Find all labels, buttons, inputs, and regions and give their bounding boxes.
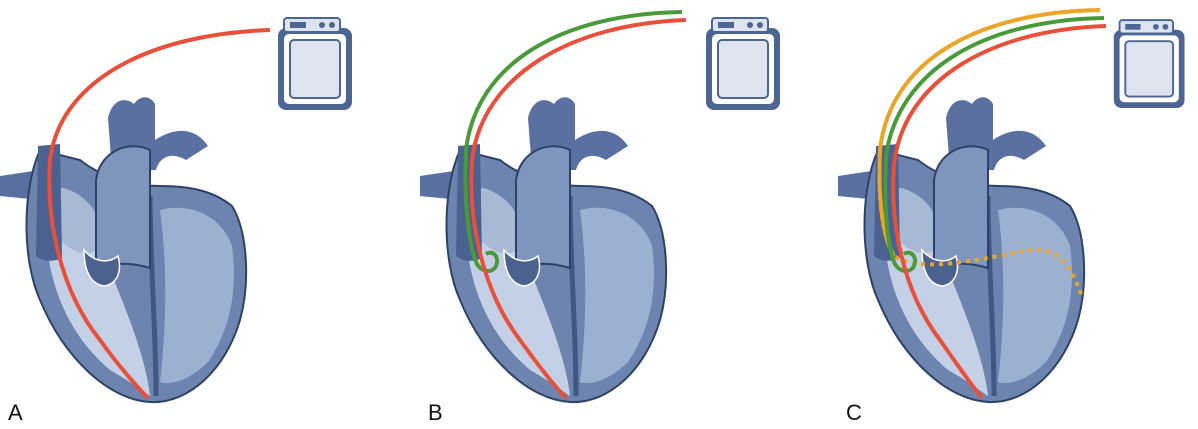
panel-b-figure [420, 0, 820, 429]
panel-b: B [420, 0, 820, 429]
panel-label: B [428, 400, 443, 426]
panel-a-figure [0, 0, 400, 429]
heart-illustration [0, 97, 246, 402]
pacemaker-device [1114, 20, 1185, 108]
panel-label: C [846, 400, 862, 426]
panel-c-figure [838, 0, 1198, 429]
heart-illustration [420, 97, 666, 402]
pacemaker-device [278, 18, 352, 110]
pacemaker-device [706, 18, 780, 110]
panel-label: A [8, 400, 23, 426]
panel-c: C [838, 0, 1198, 429]
panel-a: A [0, 0, 400, 429]
